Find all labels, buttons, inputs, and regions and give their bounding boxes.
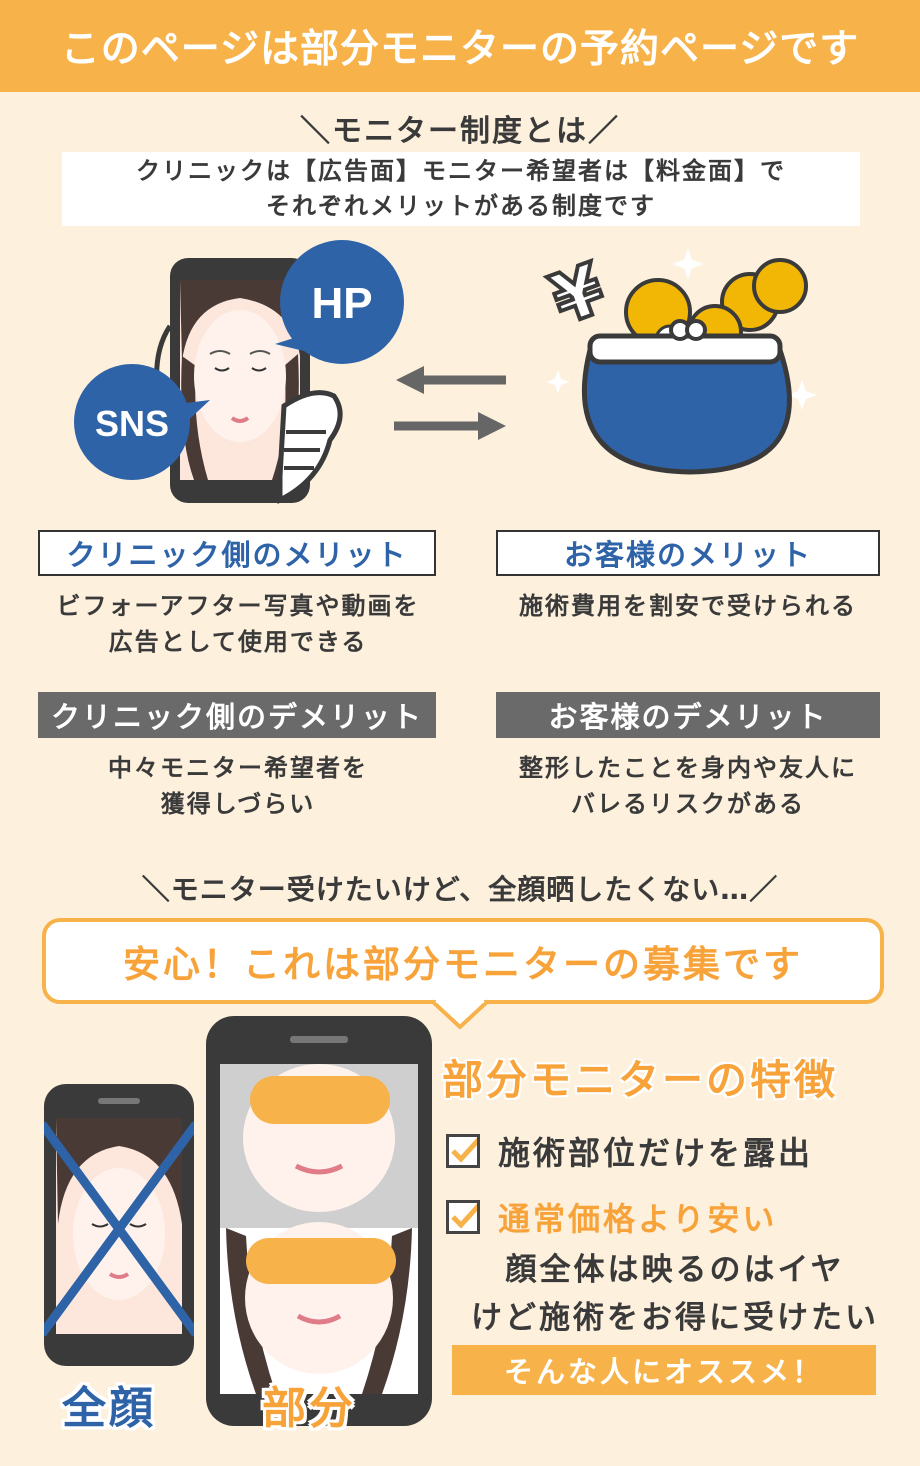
customer-merit-description: 施術費用を割安で受けられる [484,588,892,624]
customer-demerit-line-2: バレるリスクがある [571,790,805,818]
bubble-text: 安心！これは部分モニターの募集です [123,943,803,986]
customer-demerit-title: お客様のデメリット [496,692,880,738]
clinic-merit-line-1: ビフォーアフター写真や動画を [56,592,420,620]
hp-bubble-label: HP [311,279,372,328]
customer-merit-line-1: 施術費用を割安で受けられる [519,592,857,620]
clinic-demerit-description: 中々モニター希望者を 獲得しづらい [20,750,456,822]
banner-title: このページは部分モニターの予約ページです [60,27,860,72]
full-face-label: 全顔 [62,1383,156,1434]
description-line-1: クリニックは【広告面】モニター希望者は【料金面】で [136,157,786,185]
monitor-system-description: クリニックは【広告面】モニター希望者は【料金面】で それぞれメリットがある制度で… [62,152,860,226]
partial-face-phone-illustration [206,1016,432,1426]
recommend-banner: そんな人にオススメ！ [452,1345,876,1395]
description-line-2: それぞれメリットがある制度です [266,192,656,220]
target-description-line-1: 顔全体は映るのはイヤ [505,1252,845,1288]
clinic-demerit-line-1: 中々モニター希望者を [108,754,368,782]
customer-merit-title: お客様のメリット [496,530,880,576]
customer-demerit-description: 整形したことを身内や友人に バレるリスクがある [484,750,892,822]
checkbox-icon [446,1134,483,1168]
exchange-arrows-icon [394,366,506,440]
recommend-text: そんな人にオススメ！ [503,1355,824,1389]
coin-purse-illustration: ¥ [540,246,817,475]
clinic-merit-title: クリニック側のメリット [38,530,436,576]
sns-bubble-label: SNS [95,403,169,444]
checklist-item-price: 通常価格より安い [446,1194,906,1240]
top-banner: このページは部分モニターの予約ページです [0,0,920,92]
reassurance-bubble: 安心！これは部分モニターの募集です [42,918,884,1004]
clinic-demerit-line-2: 獲得しづらい [160,790,316,818]
monitor-system-heading: ＼モニター制度とは／ [300,114,620,149]
check-text-price: 通常価格より安い [498,1200,778,1238]
full-face-phone-illustration [44,1084,194,1366]
partial-monitor-lead: ＼モニター受けたいけど、全顔晒したくない…／ [141,873,779,906]
clinic-merit-line-2: 広告として使用できる [108,628,368,656]
checklist-item-exposure: 施術部位だけを露出 [446,1128,906,1174]
customer-demerit-line-1: 整形したことを身内や友人に [519,754,857,782]
clinic-demerit-title: クリニック側のデメリット [38,692,436,738]
partial-face-label: 部分 [262,1383,356,1434]
check-text-exposure: 施術部位だけを露出 [498,1134,814,1172]
checkbox-icon [446,1200,483,1234]
target-description-line-2: けど施術をお得に受けたい [471,1300,879,1336]
bubble-tail [432,999,488,1029]
clinic-merit-description: ビフォーアフター写真や動画を 広告として使用できる [20,588,456,660]
phone-advertising-illustration: HP SNS [74,240,404,505]
yen-sign-icon: ¥ [541,248,615,342]
target-description: 顔全体は映るのはイヤ けど施術をお得に受けたい [440,1246,910,1342]
feature-title: 部分モニターの特徴 [442,1056,838,1104]
